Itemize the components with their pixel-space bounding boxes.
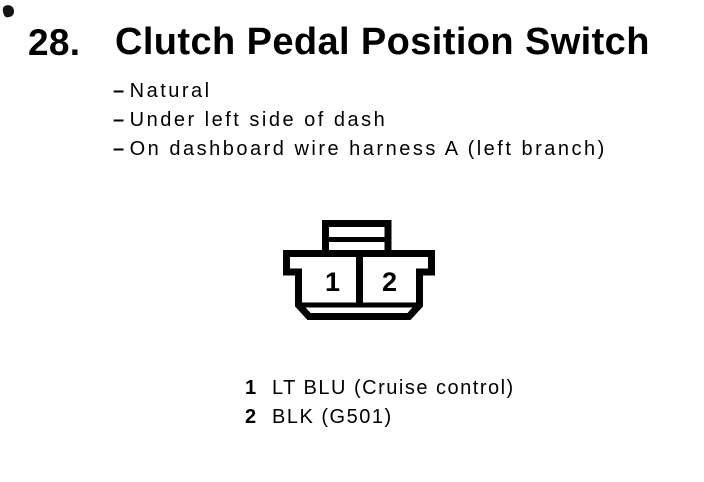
detail-item: –Under left side of dash [113, 106, 607, 135]
item-number: 28. [28, 22, 81, 63]
detail-text: Under left side of dash [129, 109, 388, 131]
detail-item: –On dashboard wire harness A (left branc… [113, 135, 607, 164]
pin-legend: 1 LT BLU (Cruise control) 2 BLK (G501) [245, 374, 515, 432]
connector-pin2-number: 2 [382, 267, 397, 297]
legend-row: 2 BLK (G501) [245, 403, 515, 432]
dash-glyph: – [113, 109, 127, 131]
page-title: Clutch Pedal Position Switch [115, 21, 650, 63]
legend-pin-number: 2 [245, 406, 257, 428]
legend-row: 1 LT BLU (Cruise control) [245, 374, 515, 403]
legend-pin-description: BLK (G501) [272, 406, 393, 428]
connector-pin1-number: 1 [325, 267, 340, 297]
dash-glyph: – [113, 80, 127, 102]
legend-pin-description: LT BLU (Cruise control) [272, 377, 515, 399]
detail-text: On dashboard wire harness A (left branch… [129, 138, 607, 160]
dash-glyph: – [113, 138, 127, 160]
connector-diagram: 1 2 [283, 220, 435, 320]
detail-item: –Natural [113, 77, 607, 106]
scan-artifact [1, 3, 16, 19]
detail-list: –Natural –Under left side of dash –On da… [113, 77, 607, 164]
detail-text: Natural [129, 80, 212, 102]
legend-pin-number: 1 [245, 377, 257, 399]
